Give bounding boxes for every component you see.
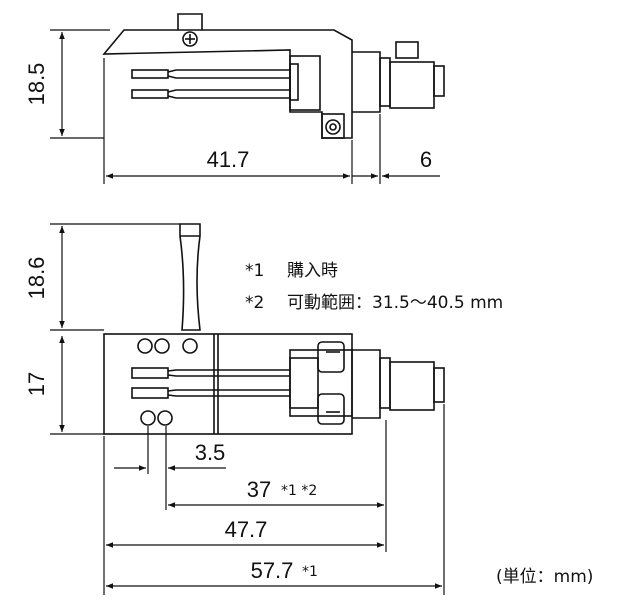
side-lead-wires [131,69,290,99]
dim-6-label: 6 [420,147,432,172]
dim-47-7-label: 47.7 [225,517,268,542]
dim-57-7-label: 57.7 [251,558,294,583]
note-2-mark: *2 [245,293,264,313]
side-body [102,29,353,139]
finger-lift-tab [177,13,203,30]
side-screw [182,31,198,47]
mount-hole [157,410,173,426]
unit-label: (単位：mm) [496,567,593,587]
dim-57-7-mark: *1 [302,564,318,580]
note-2-text: 可動範囲：31.5～40.5 mm [287,293,503,313]
mount-hole [182,338,198,354]
footnotes: *1 購入時 *2 可動範囲：31.5～40.5 mm [245,261,503,313]
note-1-text: 購入時 [287,261,338,281]
mount-hole [140,410,156,426]
dim-17-label: 17 [24,372,49,396]
dim-3-5-label: 3.5 [195,440,226,465]
dim-18-6-label: 18.6 [24,257,49,300]
side-bottom-screw [325,119,341,135]
plan-dimensions [50,223,445,595]
dim-37-label: 37 [247,477,271,502]
finger-lift [179,223,201,331]
note-1-mark: *1 [245,261,264,281]
plan-clamp [289,349,353,417]
dim-18-5-label: 18.5 [24,63,49,106]
dim-41-7-label: 41.7 [207,147,250,172]
side-bottom-bracket [321,113,345,139]
plan-lead-wires [131,367,290,399]
side-dimensions [50,29,440,184]
plan-connector [352,349,381,419]
dim-37-marks: *1 *2 [281,483,317,499]
side-view [102,13,445,139]
mount-hole [154,338,170,354]
plan-view [103,223,445,435]
mount-hole [137,338,153,354]
side-connector [352,51,381,113]
